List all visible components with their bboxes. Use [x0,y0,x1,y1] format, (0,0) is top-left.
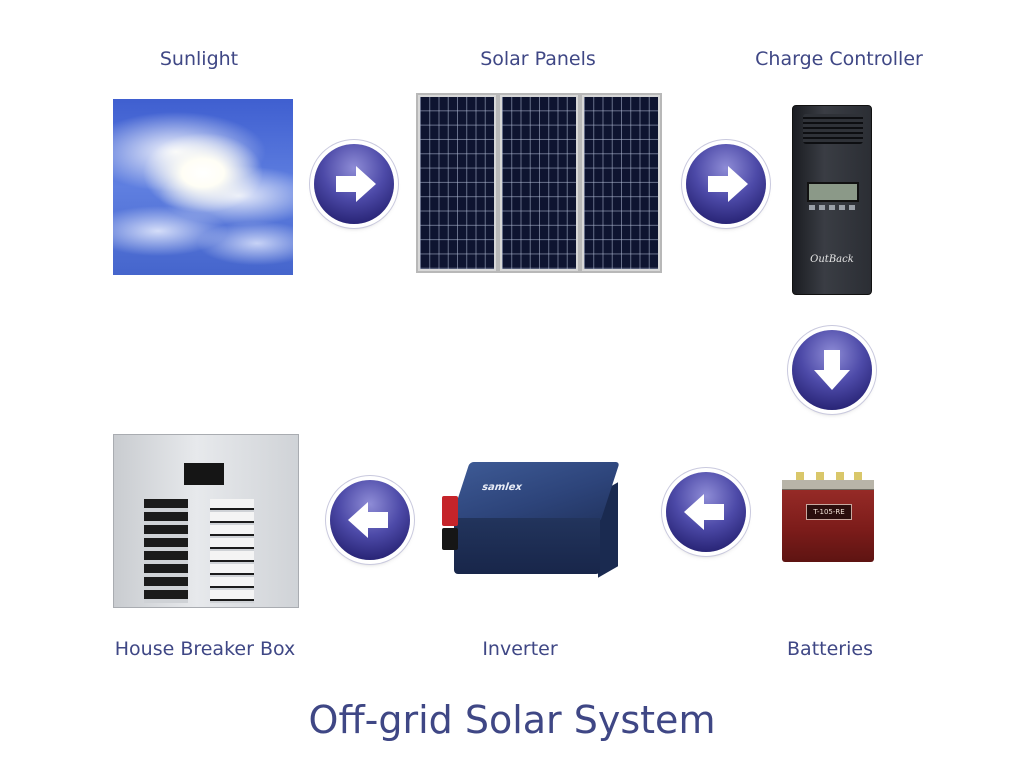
main-breaker [184,463,224,485]
inverter-label: Inverter [482,638,557,660]
batteries-image: T-105-RE [782,470,874,562]
controller-logo: OutBack [793,254,871,265]
charge-controller-image: OutBack [792,105,872,295]
controller-display [807,182,859,202]
arrow-right-icon [314,144,394,224]
sunlight-image [113,99,293,275]
sunlight-label: Sunlight [160,48,238,70]
arrow-down-icon [792,330,872,410]
breaker-box-label: House Breaker Box [115,638,296,660]
batteries-label: Batteries [787,638,873,660]
solar-panel [580,93,662,273]
arrow-left-icon [330,480,410,560]
solar-panels-label: Solar Panels [480,48,596,70]
solar-panel [498,93,580,273]
diagram-title: Off-grid Solar System [309,698,716,742]
arrow-right-icon [686,144,766,224]
charge-controller-label: Charge Controller [755,48,923,70]
arrow-left-icon [666,472,746,552]
battery-tag: T-105-RE [806,504,852,520]
solar-panel [416,93,498,273]
breaker-box-image [113,434,299,608]
inverter-image: samlex [440,458,620,586]
inverter-brand: samlex [480,482,523,493]
